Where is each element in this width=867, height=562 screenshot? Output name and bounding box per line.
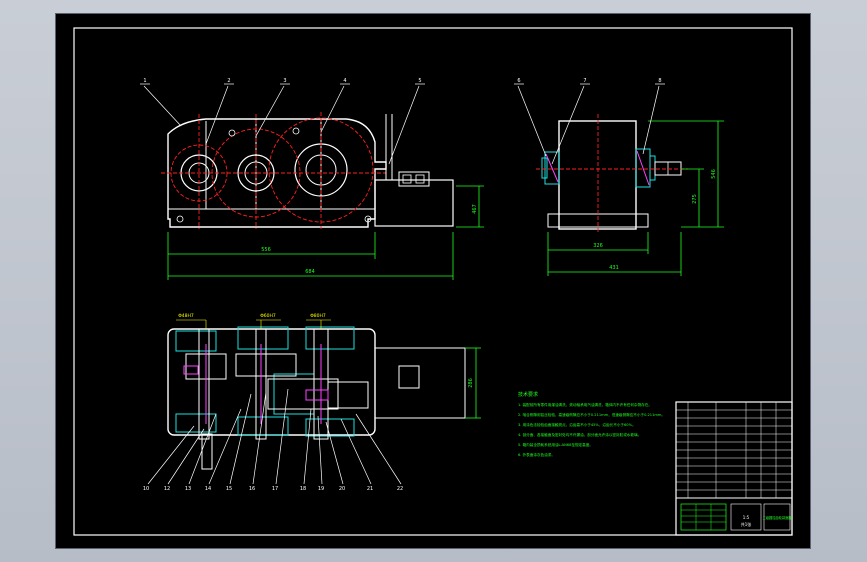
balloon-5: 5: [418, 78, 421, 84]
balloon-plan-2: 12: [164, 486, 170, 492]
balloon-plan-4: 14: [205, 486, 211, 492]
balloon-plan-8: 18: [300, 486, 306, 492]
dim-side-width-inner: 326: [593, 243, 603, 249]
sheet-border: [73, 27, 793, 536]
balloon-plan-1: 10: [143, 486, 149, 492]
assembly-drawing: 556 684 467 1 2 3 4 5: [73, 27, 793, 536]
balloon-4: 4: [343, 78, 346, 84]
notes-line-1: 1. 装配前所有零件用煤油清洗，滚动轴承用汽油清洗，箱体内不许有任何杂物存在。: [518, 402, 652, 407]
balloon-plan-7: 17: [272, 486, 278, 492]
dim-front-width-total: 684: [305, 269, 315, 275]
title-block: 1:5 共1张 二级圆柱齿轮减速器: [675, 401, 793, 536]
balloon-7: 7: [583, 78, 586, 84]
dim-side-height-total: 546: [711, 169, 717, 179]
balloon-6: 6: [517, 78, 520, 84]
balloon-1: 1: [143, 78, 146, 84]
dim-side-height-center: 275: [692, 194, 698, 204]
balloon-plan-11: 21: [367, 486, 373, 492]
balloon-plan-10: 20: [339, 486, 345, 492]
front-housing-outline: [167, 118, 387, 228]
side-view: 326 431 546 275 6 7 8: [514, 78, 724, 276]
balloon-8: 8: [658, 78, 661, 84]
cad-viewport[interactable]: 556 684 467 1 2 3 4 5: [56, 14, 810, 548]
front-view: 556 684 467 1 2 3 4 5: [140, 78, 484, 280]
dim-front-width-inner: 556: [261, 247, 271, 253]
balloon-plan-3: 13: [185, 486, 191, 492]
notes-line-3: 3. 用涂色法检验齿面接触斑点，沿齿高不小于45%，沿齿长不小于60%。: [518, 422, 636, 427]
balloon-plan-6: 16: [249, 486, 255, 492]
balloon-plan-5: 15: [226, 486, 232, 492]
plan-section-view: 286 Φ48H7 Φ60H7 Φ80H7 10: [143, 313, 481, 492]
tolerance-2: Φ60H7: [260, 313, 276, 319]
title-block-sheet: 共1张: [741, 521, 752, 527]
notes-title: 技术要求: [518, 391, 538, 398]
tolerance-1: Φ48H7: [178, 313, 194, 319]
notes-line-2: 2. 啮合侧隙用铅丝检验，高速级侧隙应不小于0.211mm，低速级侧隙应不小于0…: [518, 412, 665, 417]
balloon-plan-12: 22: [397, 486, 403, 492]
title-block-drawing-name: 二级圆柱齿轮减速器: [763, 515, 792, 520]
technical-notes: 技术要求 1. 装配前所有零件用煤油清洗，滚动轴承用汽油清洗，箱体内不许有任何杂…: [518, 391, 665, 457]
notes-line-4: 4. 剖分面、各接触面及密封处均不许漏油，剖分面允许涂以密封胶或水玻璃。: [518, 432, 641, 437]
dim-plan-height: 286: [468, 378, 474, 388]
balloon-plan-9: 19: [318, 486, 324, 492]
title-block-scale: 1:5: [743, 515, 750, 520]
balloon-3: 3: [283, 78, 286, 84]
notes-line-5: 5. 箱内装全损耗系统用油L-AN68至规定高度。: [518, 442, 593, 447]
tolerance-3: Φ80H7: [310, 313, 326, 319]
notes-line-6: 6. 外表面涂灰色油漆。: [518, 452, 555, 457]
dim-side-width-total: 431: [609, 265, 619, 271]
balloon-2: 2: [227, 78, 230, 84]
dim-front-height: 467: [472, 204, 478, 214]
